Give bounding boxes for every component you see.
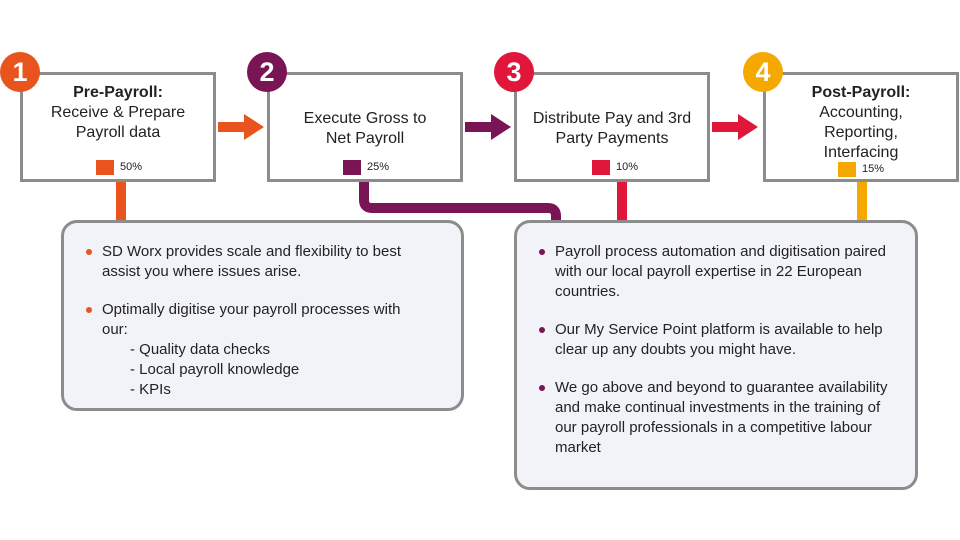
bullet-dot-icon: [86, 249, 92, 255]
step-1-title-bold: Pre-Payroll:: [73, 84, 163, 101]
step-3-box: Distribute Pay and 3rd Party Payments: [514, 72, 710, 182]
step-3-percent-swatch: [592, 159, 610, 175]
step-2-percent-swatch: [343, 159, 361, 175]
step-1-badge: 1: [0, 52, 40, 92]
bullet-dot-icon: [539, 385, 545, 391]
left-bullet-list: SD Worx provides scale and flexibility t…: [86, 242, 441, 400]
step-1-percent-value: 50%: [120, 161, 143, 173]
right-info-panel: Payroll process automation and digitisat…: [514, 220, 918, 490]
step-4-percent-value: 15%: [862, 163, 885, 175]
left-sub-item-2: - Local payroll knowledge: [130, 361, 300, 378]
step-3-percent-value: 10%: [616, 161, 639, 173]
arrow-step3-to-step4: [712, 114, 758, 140]
step-3-percent: 10%: [592, 158, 638, 176]
connector-step2-right-panel: [359, 180, 561, 222]
right-bullet-list: Payroll process automation and digitisat…: [539, 242, 897, 458]
step-1-title: Pre-Payroll: Receive & Prepare Payroll d…: [23, 83, 213, 143]
left-sub-item-3: - KPIs: [130, 381, 171, 398]
right-bullet-1-text: Payroll process automation and digitisat…: [555, 243, 887, 300]
step-4-percent: 15%: [838, 160, 884, 178]
left-bullet-2: Optimally digitise your payroll processe…: [86, 300, 441, 400]
bullet-dot-icon: [539, 249, 545, 255]
bullet-dot-icon: [539, 327, 545, 333]
arrow-step1-to-step2: [218, 114, 264, 140]
connector-step1-left-panel: [116, 180, 126, 222]
step-4-title-bold: Post-Payroll:: [811, 84, 911, 101]
step-3-title-text: Distribute Pay and 3rd Party Payments: [532, 110, 692, 147]
step-4-percent-swatch: [838, 161, 856, 177]
connector-step4-right-panel: [857, 180, 867, 222]
left-sub-item-1: - Quality data checks: [130, 341, 271, 358]
left-bullet-1-text: SD Worx provides scale and flexibility t…: [102, 243, 402, 280]
step-2-box: Execute Gross to Net Payroll: [267, 72, 463, 182]
step-1-title-text: Receive & Prepare Payroll data: [50, 104, 186, 141]
step-2-percent: 25%: [343, 158, 389, 176]
right-bullet-1: Payroll process automation and digitisat…: [539, 242, 897, 302]
step-3-badge: 3: [494, 52, 534, 92]
step-4-title: Post-Payroll: Accounting, Reporting, Int…: [766, 83, 956, 163]
left-bullet-2-text: Optimally digitise your payroll processe…: [102, 301, 401, 338]
step-4-title-text: Accounting, Reporting, Interfacing: [819, 104, 903, 161]
step-2-badge: 2: [247, 52, 287, 92]
step-4-box: Post-Payroll: Accounting, Reporting, Int…: [763, 72, 959, 182]
arrow-step2-to-step3: [465, 114, 511, 140]
left-bullet-1: SD Worx provides scale and flexibility t…: [86, 242, 441, 282]
connector-step3-right-panel: [617, 180, 627, 222]
bullet-dot-icon: [86, 307, 92, 313]
step-2-percent-value: 25%: [367, 161, 390, 173]
step-1-box: Pre-Payroll: Receive & Prepare Payroll d…: [20, 72, 216, 182]
step-4-badge: 4: [743, 52, 783, 92]
step-3-title: Distribute Pay and 3rd Party Payments: [517, 109, 707, 149]
right-bullet-3-text: We go above and beyond to guarantee avai…: [555, 379, 888, 456]
step-2-title-text: Execute Gross to Net Payroll: [303, 110, 427, 147]
right-bullet-3: We go above and beyond to guarantee avai…: [539, 378, 897, 458]
right-bullet-2: Our My Service Point platform is availab…: [539, 320, 897, 360]
step-1-percent-swatch: [96, 159, 114, 175]
step-2-title: Execute Gross to Net Payroll: [270, 109, 460, 149]
step-1-percent: 50%: [96, 158, 142, 176]
left-info-panel: SD Worx provides scale and flexibility t…: [61, 220, 464, 411]
right-bullet-2-text: Our My Service Point platform is availab…: [555, 321, 883, 358]
